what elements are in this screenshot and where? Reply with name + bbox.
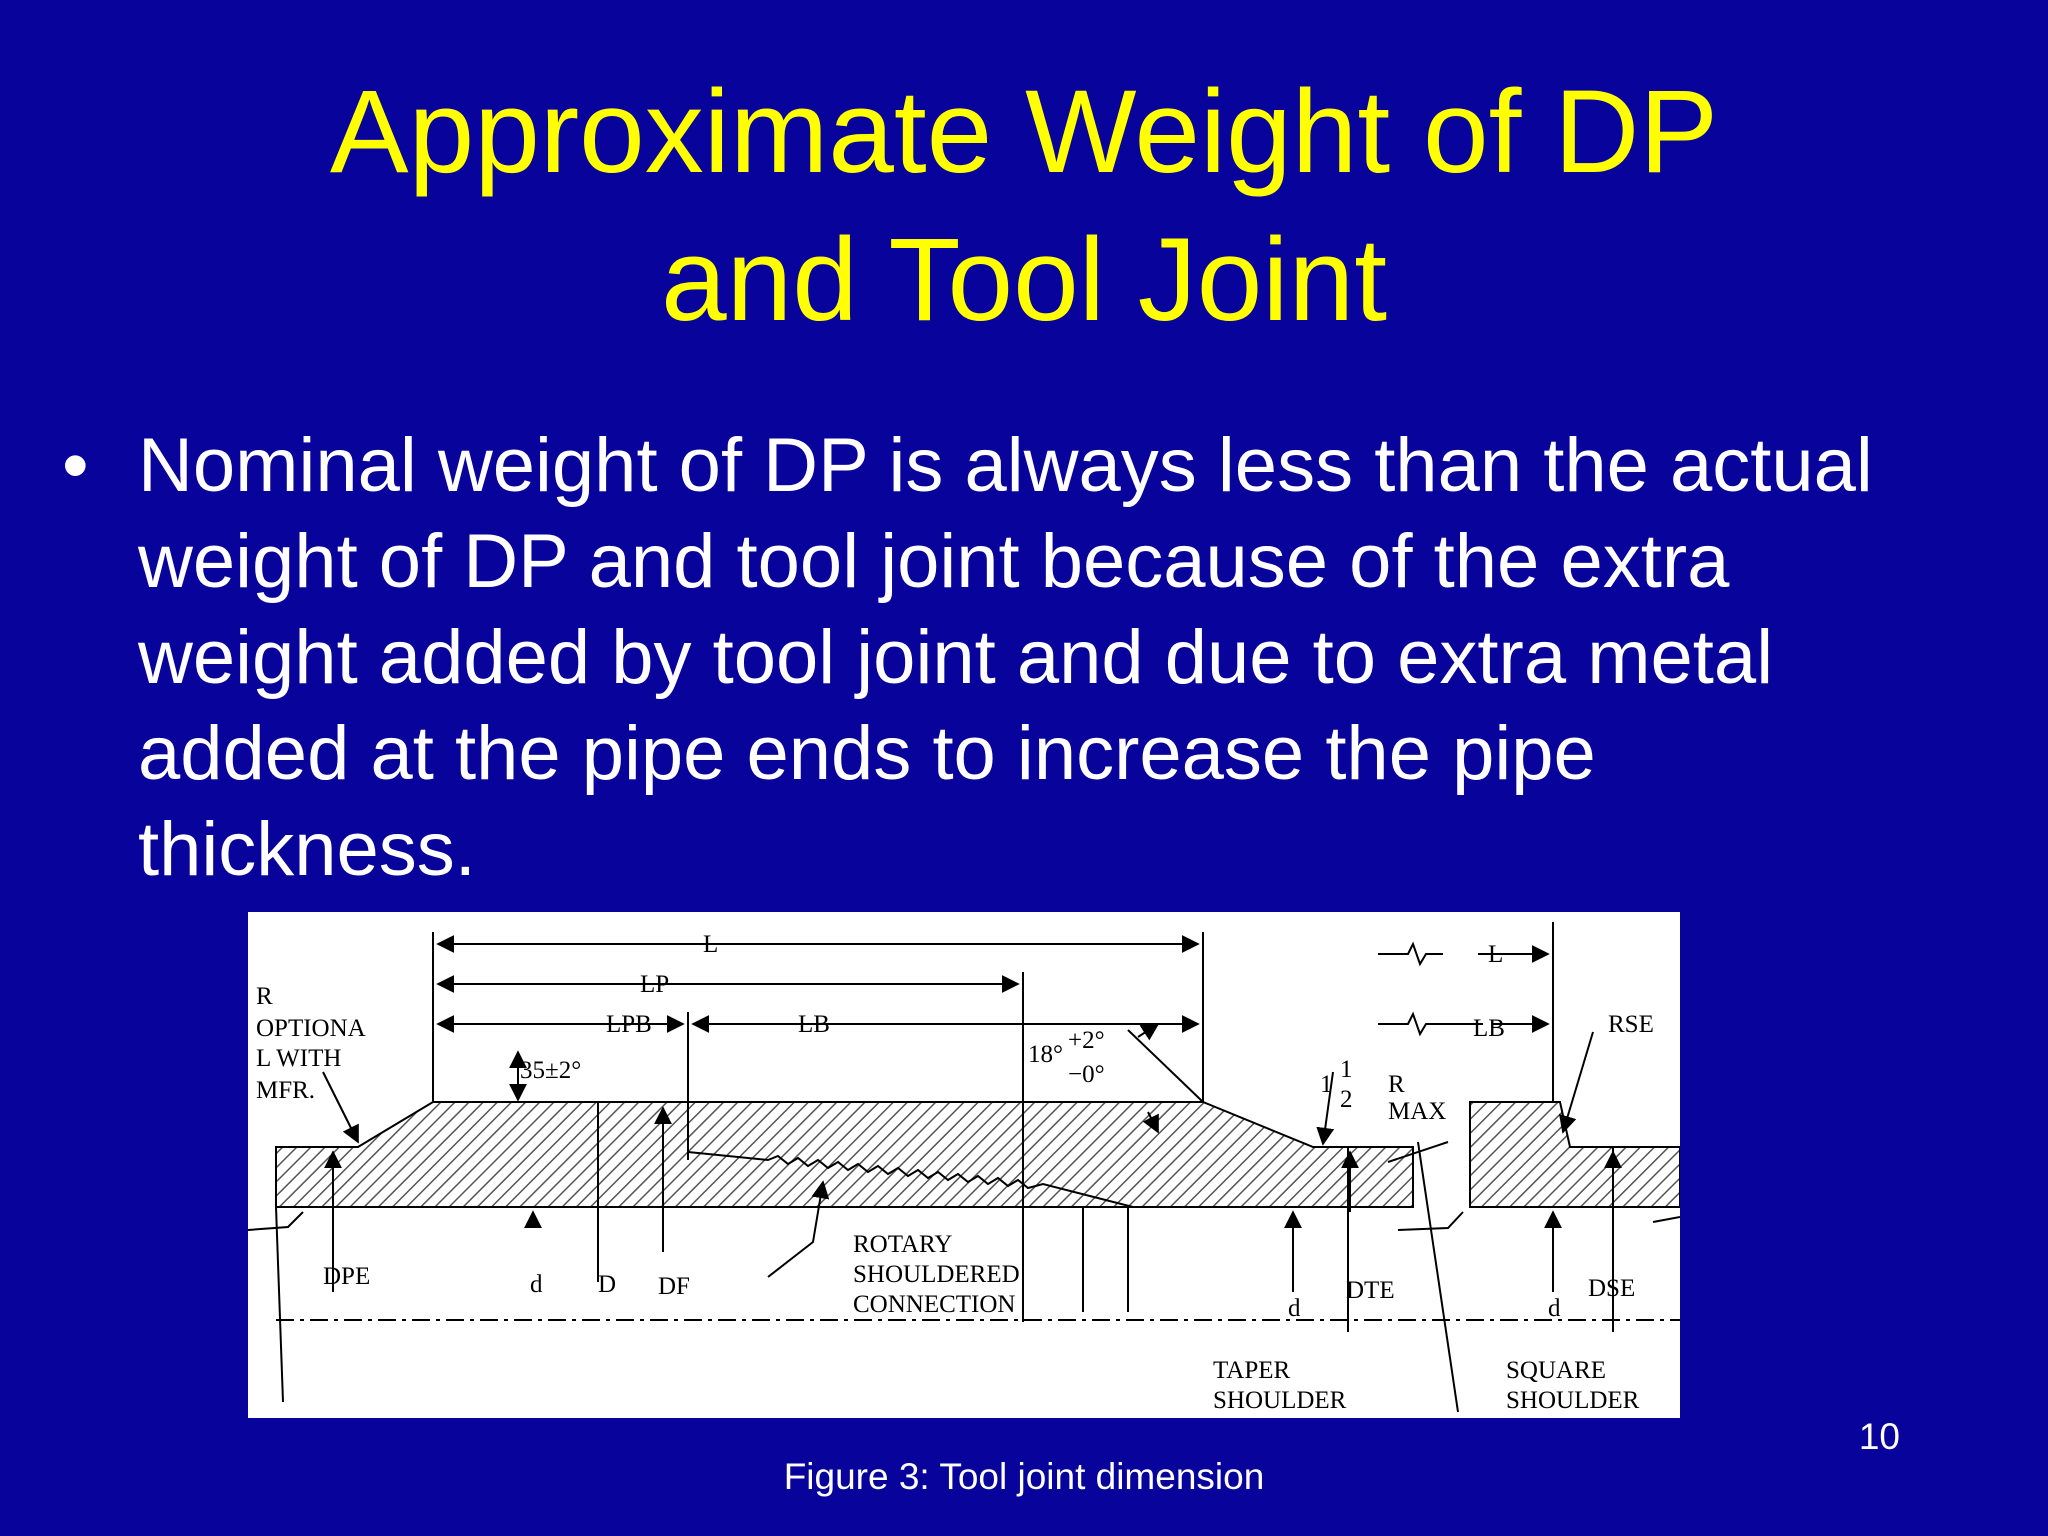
dim-L: L bbox=[703, 931, 718, 958]
label-d: d bbox=[530, 1271, 543, 1298]
label-D: D bbox=[598, 1271, 616, 1298]
label-radius-num: 1 bbox=[1340, 1056, 1353, 1083]
slide-number: 10 bbox=[1858, 1416, 1900, 1457]
label-d-taper: d bbox=[1288, 1295, 1301, 1322]
label-RSE: RSE bbox=[1608, 1011, 1654, 1038]
label-DF: DF bbox=[658, 1273, 690, 1300]
label-tol-minus: −0° bbox=[1068, 1061, 1105, 1088]
bullet-line-3: weight added by tool joint and due to ex… bbox=[138, 615, 1774, 700]
dim-LPB: LPB bbox=[606, 1011, 652, 1038]
label-rotary-3: CONNECTION bbox=[853, 1291, 1016, 1318]
label-DTE: DTE bbox=[1346, 1277, 1395, 1304]
label-radius-R: R bbox=[1388, 1071, 1405, 1098]
title-line-2: and Tool Joint bbox=[660, 214, 1388, 346]
label-radius-den: 2 bbox=[1340, 1086, 1353, 1113]
label-rotary-1: ROTARY bbox=[853, 1231, 952, 1258]
square-shoulder-body bbox=[1469, 1101, 1680, 1208]
bullet-text: Nominal weight of DP is always less than… bbox=[138, 418, 2038, 898]
label-angle-18: 18° bbox=[1028, 1041, 1063, 1068]
bullet-line-1: Nominal weight of DP is always less than… bbox=[138, 423, 1873, 508]
label-square-2: SHOULDER bbox=[1506, 1387, 1640, 1414]
label-DPE: DPE bbox=[323, 1263, 370, 1290]
label-radius-max: MAX bbox=[1388, 1098, 1446, 1125]
slide-title: Approximate Weight of DP and Tool Joint bbox=[0, 58, 2048, 354]
label-taper-1: TAPER bbox=[1213, 1357, 1290, 1384]
label-tol-plus: +2° bbox=[1068, 1027, 1105, 1054]
dim-LB-right: LB bbox=[1473, 1015, 1505, 1042]
bullet-symbol: • bbox=[62, 423, 89, 508]
label-DSE: DSE bbox=[1588, 1275, 1635, 1302]
figure-caption: Figure 3: Tool joint dimension bbox=[783, 1456, 1265, 1497]
label-optional-3: MFR. bbox=[256, 1077, 315, 1104]
label-optional-1: OPTIONA bbox=[256, 1015, 366, 1042]
label-R: R bbox=[256, 983, 273, 1010]
dim-LB: LB bbox=[798, 1011, 830, 1038]
dim-L-right: L bbox=[1488, 941, 1503, 968]
label-taper-2: SHOULDER bbox=[1213, 1387, 1347, 1414]
thread-line bbox=[687, 1151, 1134, 1208]
label-square-1: SQUARE bbox=[1506, 1357, 1606, 1384]
title-line-1: Approximate Weight of DP bbox=[329, 66, 1719, 198]
pipe-body bbox=[275, 1101, 1414, 1208]
label-radius-whole: 1 bbox=[1320, 1071, 1333, 1098]
tool-joint-diagram: L LP LPB LB R OPTIONA L WITH MFR. 35±2° … bbox=[248, 912, 1680, 1418]
bullet-line-4: added at the pipe ends to increase the p… bbox=[138, 711, 1596, 796]
label-d-square: d bbox=[1548, 1295, 1561, 1322]
label-rotary-2: SHOULDERED bbox=[853, 1261, 1020, 1288]
bullet-line-5: thickness. bbox=[138, 807, 476, 892]
label-angle-35: 35±2° bbox=[520, 1057, 581, 1084]
bullet-line-2: weight of DP and tool joint because of t… bbox=[138, 519, 1730, 604]
label-optional-2: L WITH bbox=[256, 1045, 341, 1072]
tool-joint-drawing: L LP LPB LB R OPTIONA L WITH MFR. 35±2° … bbox=[248, 922, 1680, 1414]
dim-LP: LP bbox=[640, 971, 669, 998]
